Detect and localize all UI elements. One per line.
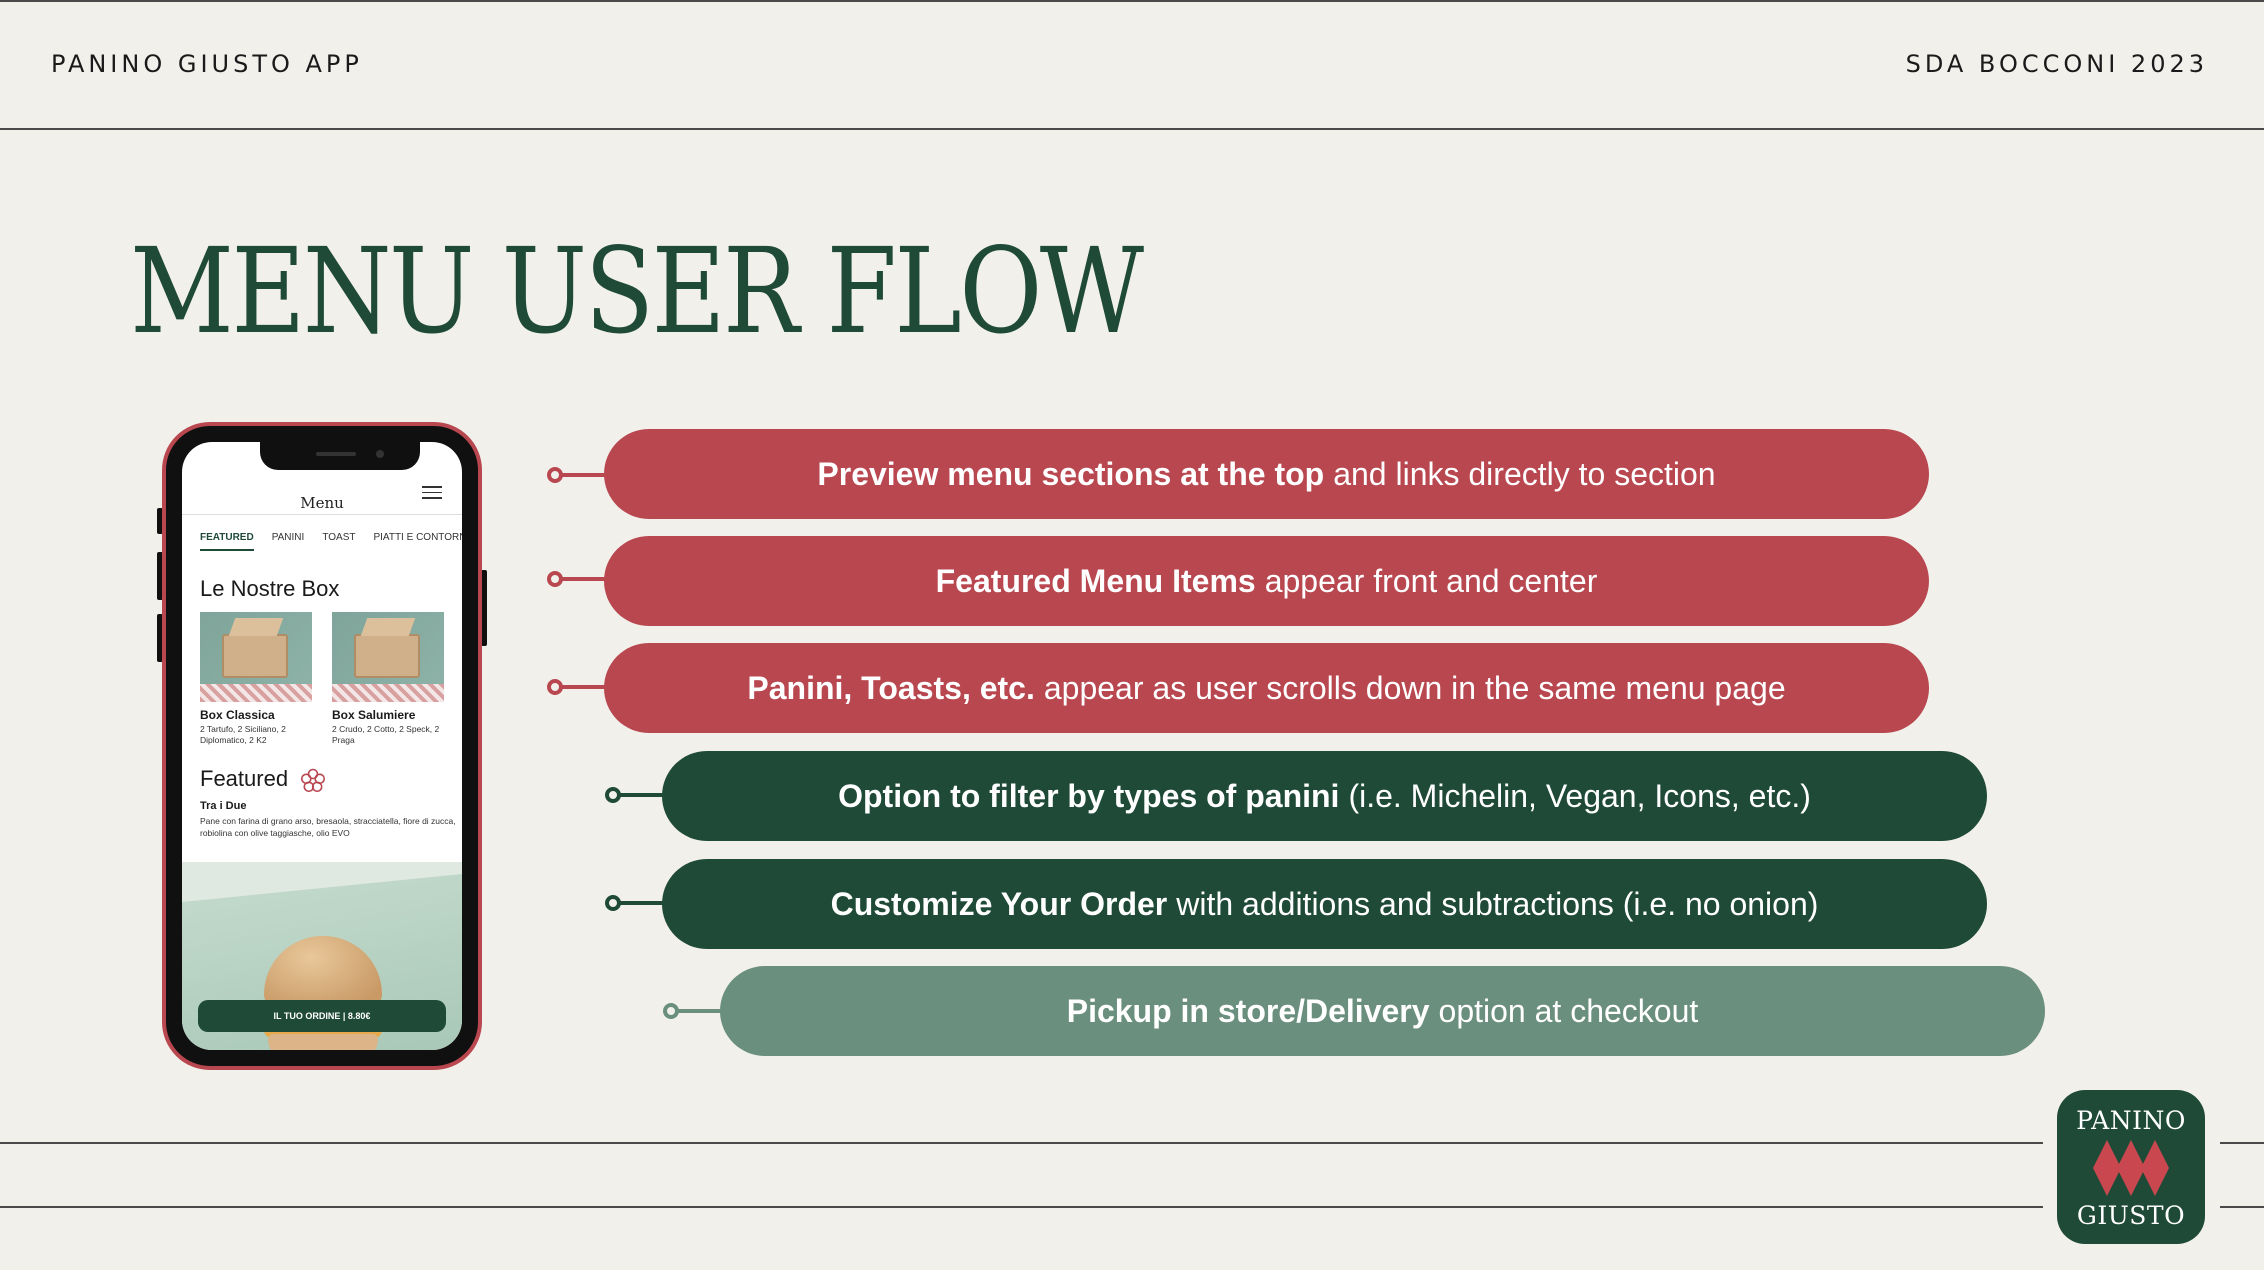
- featured-item-description: Pane con farina di grano arso, bresaola,…: [200, 816, 456, 838]
- box-image: [332, 612, 444, 702]
- step-pill: Panini, Toasts, etc.appear as user scrol…: [604, 643, 1929, 733]
- tab-featured[interactable]: FEATURED: [200, 532, 254, 551]
- tab-panini[interactable]: PANINI: [271, 532, 305, 543]
- hamburger-menu-icon[interactable]: [422, 486, 442, 499]
- box-name: Box Classica: [200, 708, 275, 722]
- phone-volume-down: [157, 614, 163, 662]
- step-connector: [562, 577, 606, 581]
- featured-section-title: Featured: [200, 766, 289, 791]
- logo-diamonds-icon: [2093, 1140, 2169, 1196]
- box-name: Box Salumiere: [332, 708, 416, 722]
- box-section-title: Le Nostre Box: [200, 576, 340, 601]
- step-dot: [663, 1003, 679, 1019]
- logo-line-1: PANINO: [2076, 1106, 2186, 1135]
- phone-volume-up: [157, 552, 163, 600]
- step-pill: Option to filter by types of panini(i.e.…: [662, 751, 1987, 841]
- footer-rule-lower-right: [2220, 1206, 2264, 1208]
- box-card-classica[interactable]: Box Classica 2 Tartufo, 2 Siciliano, 2 D…: [200, 612, 312, 747]
- box-card-salumiere[interactable]: Box Salumiere 2 Crudo, 2 Cotto, 2 Speck,…: [332, 612, 444, 747]
- order-button[interactable]: IL TUO ORDINE | 8.80€: [198, 1000, 446, 1032]
- panino-giusto-logo: PANINO GIUSTO: [2057, 1090, 2205, 1244]
- phone-side-button: [157, 508, 163, 534]
- step-dot: [605, 787, 621, 803]
- menu-section-tabs: FEATURED PANINI TOAST PIATTI E CONTORNI: [200, 532, 462, 551]
- michelin-flower-icon: [301, 768, 326, 793]
- phone-notch: [260, 442, 420, 470]
- step-dot: [605, 895, 621, 911]
- header-divider: [0, 128, 2264, 130]
- top-rule: [0, 0, 2264, 2]
- app-brand-label: PANINO GIUSTO APP: [51, 50, 363, 78]
- step-dot: [547, 679, 563, 695]
- phone-screen: Menu FEATURED PANINI TOAST PIATTI E CONT…: [182, 442, 462, 1050]
- step-connector: [562, 473, 606, 477]
- step-dot: [547, 571, 563, 587]
- phone-mockup: Menu FEATURED PANINI TOAST PIATTI E CONT…: [162, 422, 482, 1070]
- step-dot: [547, 467, 563, 483]
- box-image: [200, 612, 312, 702]
- app-header-divider: [182, 514, 462, 515]
- featured-item-name[interactable]: Tra i Due: [200, 800, 247, 812]
- logo-line-2: GIUSTO: [2076, 1201, 2186, 1230]
- course-label: SDA BOCCONI 2023: [1905, 50, 2208, 78]
- page-title: MENU USER FLOW: [130, 222, 1144, 360]
- step-connector: [562, 685, 606, 689]
- step-connector: [620, 793, 664, 797]
- box-description: 2 Crudo, 2 Cotto, 2 Speck, 2 Praga: [332, 724, 440, 746]
- tab-toast[interactable]: TOAST: [322, 532, 356, 543]
- step-connector: [678, 1009, 722, 1013]
- footer-rule-lower-left: [0, 1206, 2043, 1208]
- footer-rule-upper-right: [2220, 1142, 2264, 1144]
- tab-piatti-e-contorni[interactable]: PIATTI E CONTORNI: [373, 532, 462, 543]
- phone-power-button: [481, 570, 487, 646]
- footer-rule-upper-left: [0, 1142, 2043, 1144]
- app-header-title: Menu: [300, 494, 344, 512]
- box-description: 2 Tartufo, 2 Siciliano, 2 Diplomatico, 2…: [200, 724, 286, 746]
- step-connector: [620, 901, 664, 905]
